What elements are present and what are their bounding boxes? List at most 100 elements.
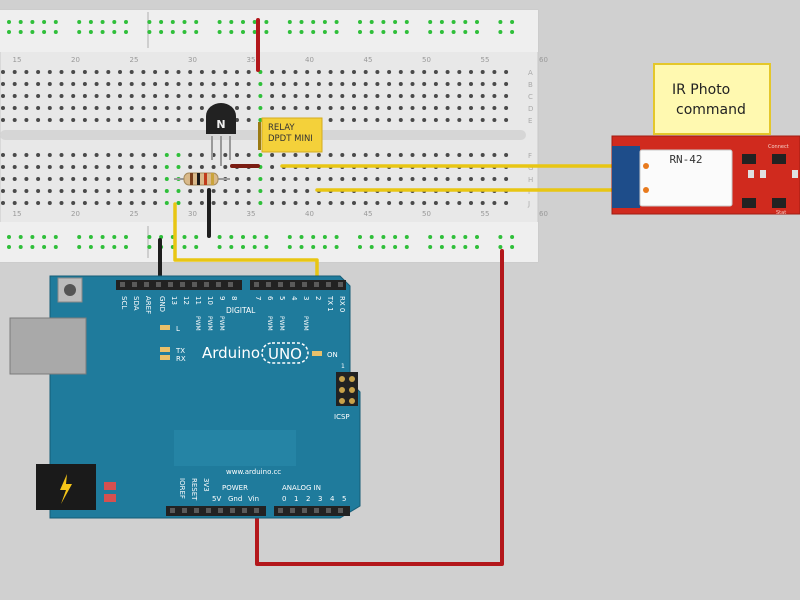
rail-hole bbox=[241, 245, 245, 249]
rail-hole bbox=[159, 235, 164, 239]
hole bbox=[469, 70, 473, 74]
hole bbox=[71, 118, 76, 122]
hole bbox=[375, 118, 380, 122]
hole bbox=[199, 70, 204, 74]
hole bbox=[281, 201, 286, 205]
hole bbox=[1, 106, 5, 110]
rail-hole bbox=[299, 235, 304, 239]
hole bbox=[270, 153, 275, 157]
digital-pin-label: SDA bbox=[132, 296, 140, 311]
hole bbox=[47, 106, 52, 110]
hole bbox=[375, 201, 380, 205]
hole bbox=[316, 201, 321, 205]
rail-hole bbox=[463, 245, 468, 249]
hole bbox=[340, 153, 345, 157]
hole bbox=[12, 201, 17, 205]
hole bbox=[1, 165, 5, 169]
digital-label: DIGITAL bbox=[226, 306, 256, 315]
icsp-pin bbox=[339, 387, 345, 393]
hole bbox=[469, 118, 473, 122]
digital-pin-label: 7 bbox=[254, 296, 262, 300]
hole bbox=[129, 82, 134, 86]
hole bbox=[118, 165, 122, 169]
rail-hole bbox=[147, 245, 152, 249]
column-number: 35 bbox=[247, 56, 256, 64]
hole bbox=[211, 82, 216, 86]
hole bbox=[316, 70, 321, 74]
pwm-label: PWM bbox=[218, 316, 225, 331]
hole bbox=[94, 165, 99, 169]
hole bbox=[340, 201, 345, 205]
hole bbox=[270, 189, 275, 193]
hole bbox=[328, 201, 333, 205]
rail-hole bbox=[510, 245, 515, 249]
rail-hole bbox=[112, 30, 117, 34]
rail-hole bbox=[311, 20, 316, 24]
hole bbox=[457, 201, 462, 205]
hole bbox=[188, 94, 193, 98]
hole bbox=[176, 70, 181, 74]
icsp-pin-label: 1 bbox=[341, 363, 345, 370]
hole bbox=[12, 177, 17, 181]
rail-hole bbox=[381, 30, 386, 34]
hole bbox=[328, 70, 333, 74]
column-number: 50 bbox=[422, 56, 431, 64]
hole bbox=[12, 189, 17, 193]
hole bbox=[1, 189, 5, 193]
hole bbox=[118, 82, 122, 86]
bottom-power-rail bbox=[0, 222, 538, 262]
hole bbox=[141, 153, 146, 157]
hole bbox=[129, 165, 134, 169]
rail-hole bbox=[124, 245, 128, 249]
hole bbox=[270, 165, 275, 169]
hole bbox=[387, 177, 392, 181]
hole bbox=[375, 82, 380, 86]
digital-header-right bbox=[250, 280, 346, 290]
hole bbox=[410, 177, 415, 181]
hole bbox=[59, 189, 64, 193]
hole bbox=[82, 70, 87, 74]
rail-hole bbox=[439, 235, 444, 239]
rail-hole bbox=[124, 235, 128, 239]
hole bbox=[153, 165, 158, 169]
rail-hole bbox=[194, 20, 199, 24]
hole bbox=[36, 118, 41, 122]
power-pin-label: Gnd bbox=[228, 495, 242, 503]
header-pin bbox=[120, 282, 125, 287]
column-number: 20 bbox=[71, 210, 80, 218]
hole bbox=[352, 177, 356, 181]
hole bbox=[305, 106, 310, 110]
column-number: 25 bbox=[130, 210, 139, 218]
hole bbox=[106, 82, 111, 86]
digital-pin-label: 10 bbox=[206, 296, 214, 305]
hole bbox=[47, 94, 52, 98]
hole bbox=[375, 70, 380, 74]
hole bbox=[305, 82, 310, 86]
hole bbox=[352, 153, 356, 157]
hole bbox=[211, 201, 216, 205]
header-pin bbox=[180, 282, 185, 287]
hole bbox=[12, 153, 17, 157]
hole bbox=[199, 94, 204, 98]
red-wire-vin bbox=[255, 249, 504, 566]
hole bbox=[457, 118, 462, 122]
hole bbox=[199, 201, 204, 205]
digital-header-left bbox=[116, 280, 242, 290]
hole bbox=[129, 94, 134, 98]
hole bbox=[129, 106, 134, 110]
digital-pin-label: 2 bbox=[314, 296, 322, 300]
hole bbox=[118, 201, 122, 205]
header-pin bbox=[278, 508, 283, 513]
rail-hole bbox=[311, 235, 316, 239]
hole bbox=[188, 165, 193, 169]
power-pin-label: Vin bbox=[248, 495, 259, 503]
rn42-chip-label: RN-42 bbox=[669, 153, 702, 166]
hole bbox=[235, 201, 239, 205]
rail-hole bbox=[404, 235, 409, 239]
hole bbox=[445, 177, 450, 181]
hole bbox=[410, 118, 415, 122]
hole bbox=[47, 153, 52, 157]
analog-pin-label: 5 bbox=[342, 495, 346, 503]
note-line-1: IR Photo bbox=[672, 82, 730, 98]
